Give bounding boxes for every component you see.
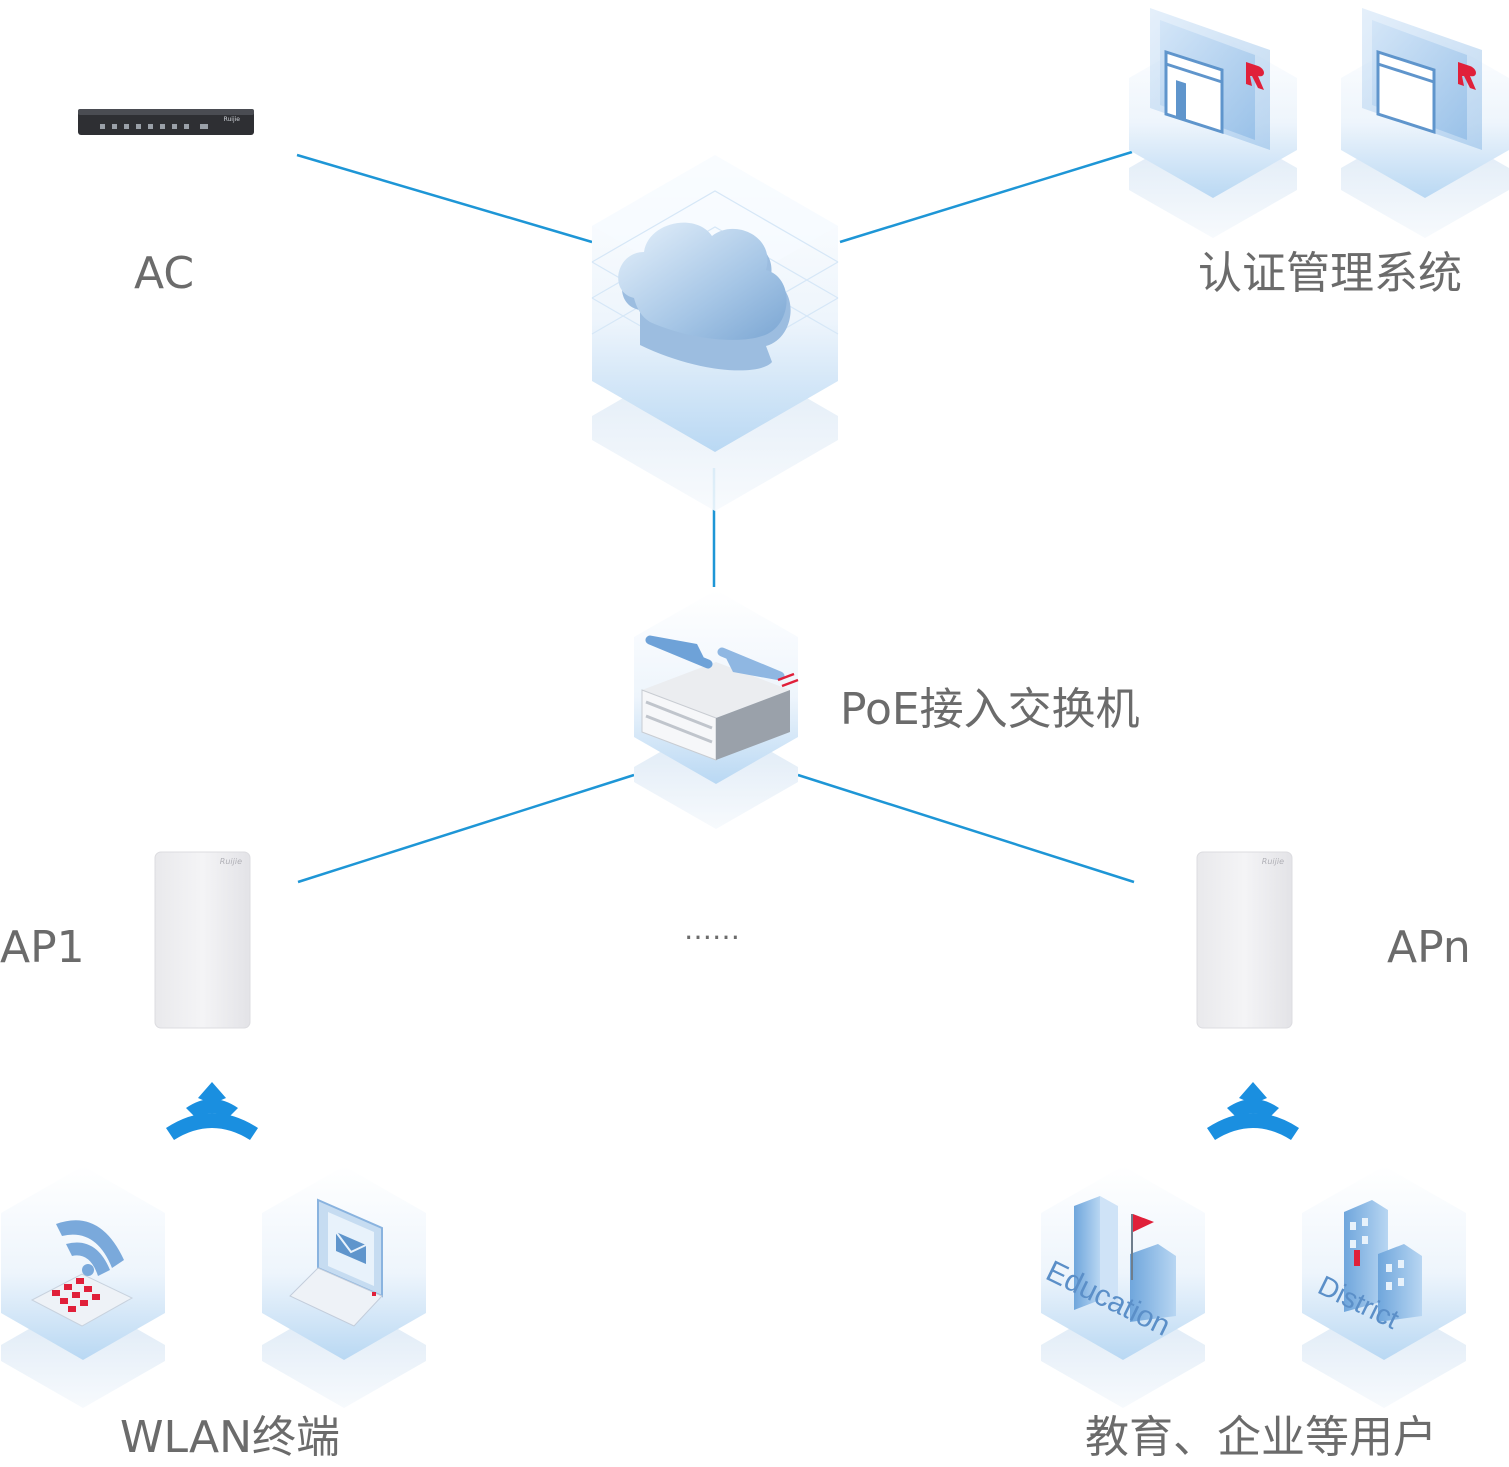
link-switch-apn	[797, 773, 1135, 884]
ap1-device: Ruijie	[154, 851, 251, 1029]
ellipsis-label: ……	[684, 913, 740, 946]
apn-device: Ruijie	[1196, 851, 1293, 1029]
link-cloud-auth	[839, 150, 1133, 244]
laptop-terminal-tile	[262, 1166, 426, 1408]
wifi-icon	[1207, 1082, 1299, 1140]
ap1-label: AP1	[0, 922, 85, 973]
ac-controller-icon: Ruijie	[78, 109, 254, 135]
server-window-icon	[1150, 8, 1270, 150]
education-tile: Education	[1041, 1166, 1205, 1408]
access-point-icon: Ruijie	[154, 851, 251, 1029]
ap1-brand-mark: Ruijie	[220, 857, 242, 866]
cloud-tile	[591, 155, 839, 511]
auth-system-label: 认证管理系统	[1198, 248, 1462, 299]
phone-terminal-tile	[1, 1166, 165, 1408]
apn-label: APn	[1387, 922, 1471, 973]
poe-switch-tile	[634, 590, 799, 829]
apn-brand-mark: Ruijie	[1262, 857, 1284, 866]
server-window-icon	[1362, 8, 1482, 150]
district-tile: District	[1302, 1166, 1466, 1408]
access-point-icon: Ruijie	[1196, 851, 1293, 1029]
poe-switch-label: PoE接入交换机	[840, 684, 1140, 735]
wlan-terminals-label: WLAN终端	[120, 1412, 341, 1463]
laptop-mail-icon	[289, 1198, 383, 1327]
users-label: 教育、企业等用户	[1085, 1412, 1437, 1463]
ac-brand-mark: Ruijie	[224, 116, 241, 123]
auth-server-left	[1129, 8, 1297, 238]
link-ac-cloud	[296, 153, 593, 244]
auth-server-right	[1341, 8, 1509, 238]
switch-icon	[641, 635, 799, 761]
wifi-icon	[166, 1082, 258, 1140]
ac-label: AC	[134, 248, 195, 299]
phone-icon	[30, 1220, 134, 1327]
link-switch-ap1	[297, 773, 635, 884]
cloud-icon	[618, 222, 791, 371]
